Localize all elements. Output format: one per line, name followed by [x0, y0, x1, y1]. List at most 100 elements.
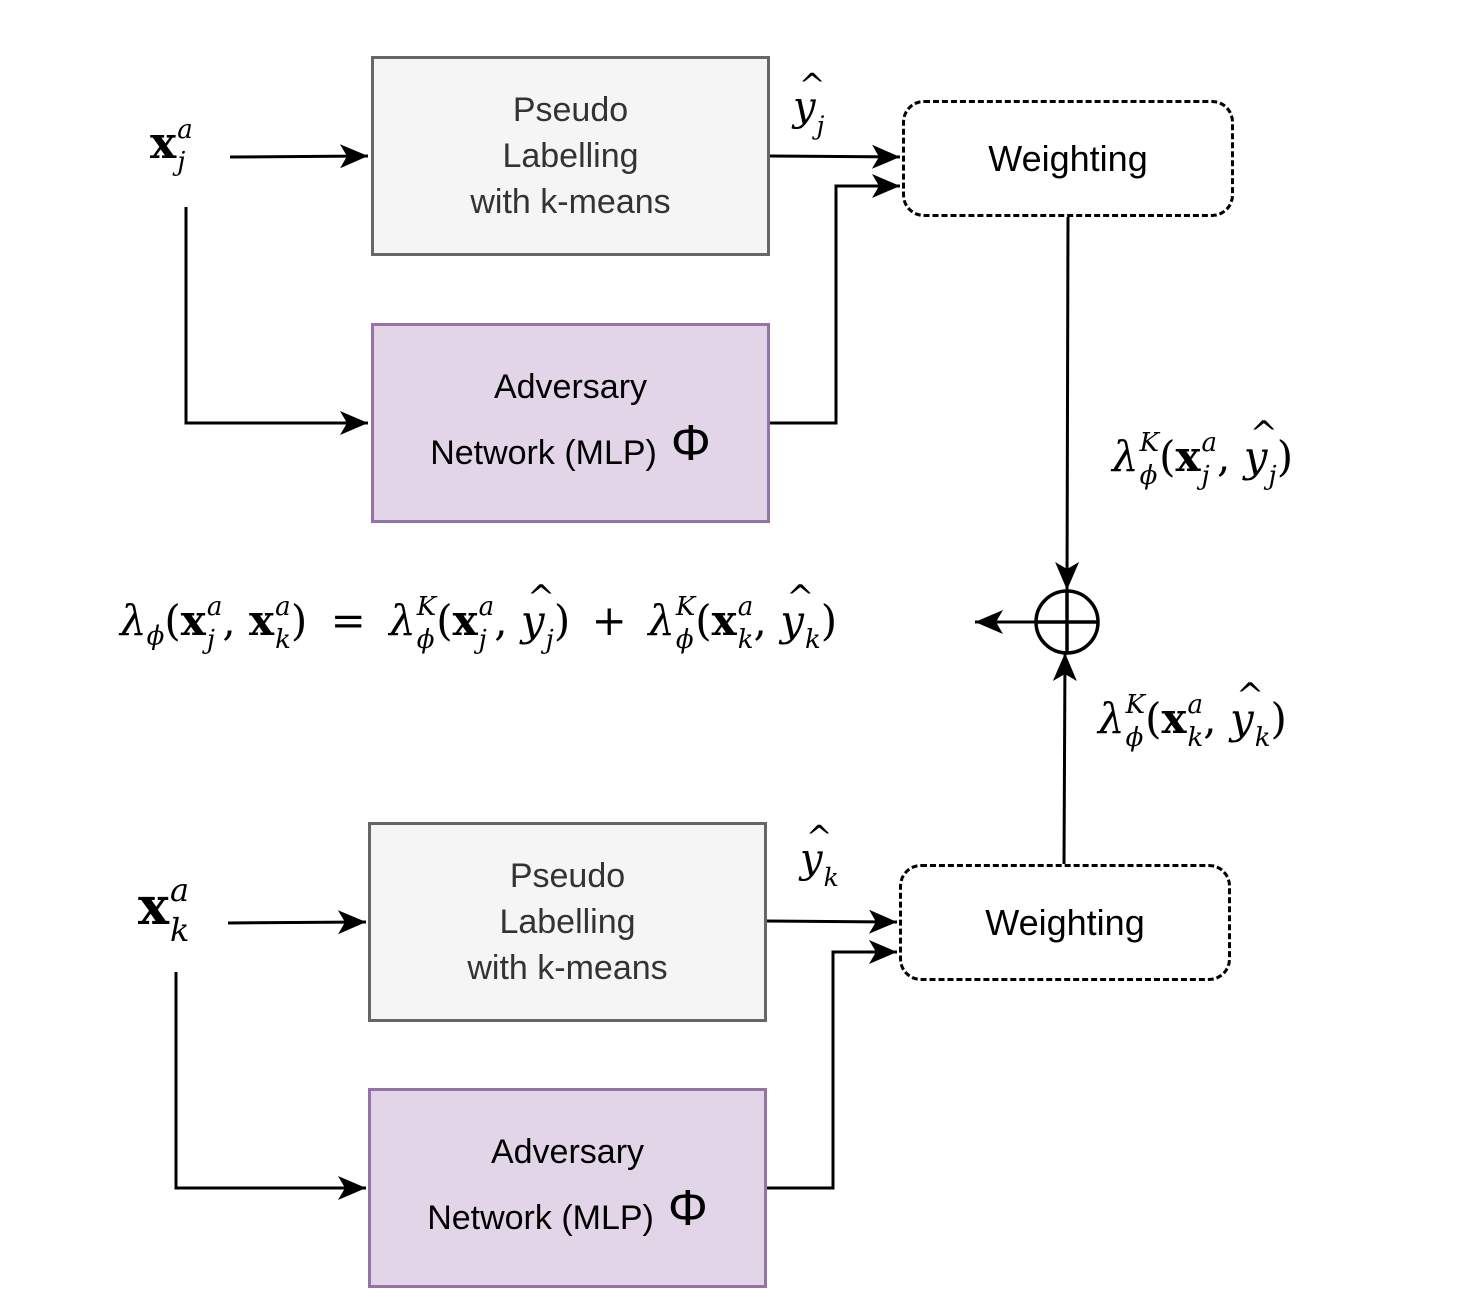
lambda-sub: ϕ [1139, 460, 1158, 491]
input-xj-sub: j [177, 147, 186, 178]
paren-open: ( [1145, 694, 1162, 743]
eq-lhs-sub: ϕ [146, 621, 165, 652]
eq-t2-close: ) [820, 596, 838, 645]
lambda-sup: K [1139, 428, 1160, 459]
lambda-sup: K [1125, 690, 1146, 721]
phi-symbol: Φ [667, 1180, 708, 1236]
y-hat: y [1244, 414, 1278, 481]
adversary-line2: Network (MLP) [427, 1199, 654, 1237]
eq-t1-lambda: λ [389, 596, 416, 645]
eq-t1-open: ( [436, 596, 453, 645]
eq-x1-sup: a [206, 592, 223, 623]
yj-base: y [793, 66, 825, 130]
adversary-network-box-bottom[interactable]: Adversary Network (MLP) Φ [368, 1088, 767, 1288]
eq-plus: + [591, 596, 627, 645]
eq-x1-sub: j [206, 624, 215, 655]
edge-adversary-to-weighting-top [770, 174, 900, 425]
lambda-k-xk-label: λKϕ(xak, y k) [1098, 676, 1287, 753]
pseudo-labelling-box-top[interactable]: Pseudo Labelling with k-means [371, 56, 770, 256]
edge-xj-to-pseudo [229, 144, 369, 169]
lambda: λ [1112, 432, 1139, 481]
eq-t2-x: x [711, 596, 737, 645]
edge-weighting-top-to-sum [1055, 216, 1080, 591]
x-sup: a [1187, 690, 1204, 721]
lambda: λ [1098, 694, 1125, 743]
paren-close: ) [1276, 432, 1294, 481]
eq-t1-sup: K [416, 592, 437, 623]
y-sub: j [1268, 460, 1277, 491]
weighting-box-top[interactable]: Weighting [902, 100, 1234, 217]
eq-paren: ( [164, 596, 181, 645]
edge-xk-to-pseudo [227, 910, 367, 935]
eq-x2-sub: k [275, 624, 291, 655]
y-sub: k [1254, 722, 1271, 753]
eq-x2-sup: a [275, 592, 291, 623]
weighting-box-bottom[interactable]: Weighting [899, 864, 1231, 981]
yk-sub: k [823, 862, 839, 892]
eq-t1-y-sub: j [545, 624, 554, 655]
x-sub: j [1201, 460, 1210, 491]
edge-pseudo-to-weighting-top [769, 144, 901, 169]
paren-open: ( [1159, 432, 1176, 481]
eq-t2-x-sub: k [737, 624, 754, 655]
eq-t2-lambda: λ [648, 596, 675, 645]
pseudo-line2: Labelling [502, 137, 639, 175]
eq-comma: , [222, 596, 236, 645]
edge-pseudo-to-weighting-bottom [766, 909, 898, 934]
eq-paren-close: ) [290, 596, 308, 645]
eq-t2-sup: K [675, 592, 696, 623]
eq-x1: x [180, 596, 206, 645]
pseudo-line1: Pseudo [509, 857, 626, 895]
lambda-k-xj-label: λKϕ(xaj, y j) [1112, 414, 1294, 491]
input-xj-sup: a [177, 114, 193, 145]
adversary-line2-wrap: Network (MLP) Φ [427, 1183, 708, 1238]
comma: , [1217, 432, 1231, 481]
eq-t1-x: x [452, 596, 478, 645]
edge-weighting-bottom-to-sum [1052, 652, 1077, 865]
edge-adversary-to-weighting-bottom [767, 940, 897, 1190]
eq-t1-sub: ϕ [416, 624, 435, 655]
eq-equals: = [330, 596, 366, 645]
input-xk-sup: a [170, 870, 190, 909]
pseudo-line3: with k-means [467, 949, 668, 987]
pseudo-label-yk: y k [800, 818, 839, 892]
weighting-label: Weighting [985, 901, 1145, 943]
edge-xk-to-adversary [174, 972, 366, 1200]
x: x [1175, 432, 1201, 481]
eq-t1-comma: , [494, 596, 508, 645]
x: x [1161, 694, 1187, 743]
x-sup: a [1201, 428, 1218, 459]
adversary-network-box-top[interactable]: Adversary Network (MLP) Φ [371, 323, 770, 523]
eq-t1-x-sub: j [478, 624, 487, 655]
pseudo-labelling-box-bottom[interactable]: Pseudo Labelling with k-means [368, 822, 767, 1022]
sum-node-icon [1034, 589, 1100, 655]
paren-close: ) [1270, 694, 1287, 743]
input-xk-base: x [138, 876, 170, 937]
phi-symbol: Φ [670, 415, 711, 471]
adversary-line2: Network (MLP) [430, 434, 657, 472]
eq-t2-comma: , [753, 596, 767, 645]
eq-t1-y: y [521, 578, 555, 645]
adversary-line1: Adversary [490, 1133, 645, 1171]
yk-base: y [800, 818, 832, 882]
comma: , [1203, 694, 1217, 743]
weighting-label: Weighting [988, 137, 1148, 179]
adversary-line1: Adversary [493, 368, 648, 406]
eq-t2-sub: ϕ [675, 624, 694, 655]
pseudo-line3: with k-means [470, 183, 671, 221]
yj-sub: j [816, 110, 825, 140]
adversary-line2-wrap: Network (MLP) Φ [430, 418, 711, 473]
eq-t1-close: ) [553, 596, 571, 645]
combined-equation: λϕ(xaj, xak) = λKϕ(xaj, y j) + λKϕ(xak, … [120, 578, 838, 655]
input-xj-base: x [150, 118, 177, 169]
pseudo-line2: Labelling [499, 903, 636, 941]
eq-t2-open: ( [695, 596, 712, 645]
eq-t2-y-sub: k [804, 624, 821, 655]
eq-t2-y: y [780, 578, 814, 645]
eq-t1-x-sup: a [478, 592, 495, 623]
eq-t2-x-sup: a [737, 592, 754, 623]
